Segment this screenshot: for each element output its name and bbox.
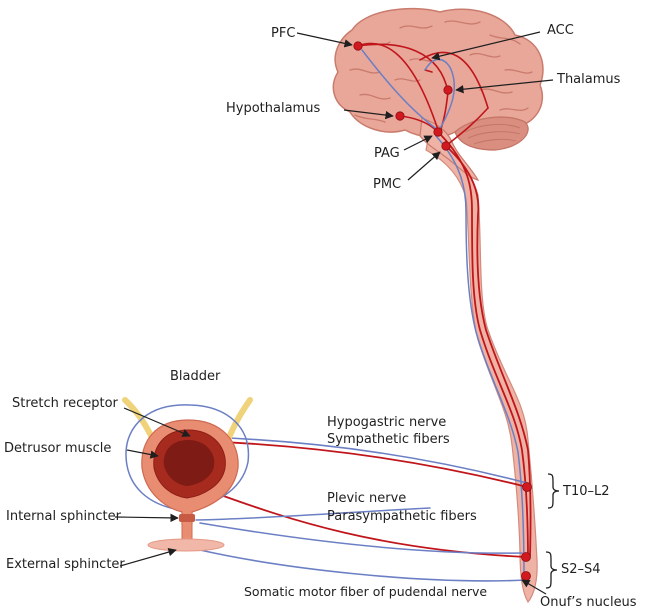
pag-arrow xyxy=(403,135,433,151)
external-sphincter-shape xyxy=(147,538,225,552)
labels: PFC ACC Thalamus Hypothalamus PAG PMC Bl… xyxy=(4,23,637,610)
neuron-nodes xyxy=(353,41,532,581)
pag-node xyxy=(433,127,443,137)
label-pfc: PFC xyxy=(271,26,295,41)
hypothalamus-arrow xyxy=(343,109,394,120)
label-pmc: PMC xyxy=(373,177,401,192)
cerebellum-folia xyxy=(464,124,521,145)
label-stretch-receptor: Stretch receptor xyxy=(12,396,119,411)
label-pag: PAG xyxy=(374,146,400,161)
thalamus-arrow xyxy=(455,79,554,94)
thalamus-node xyxy=(443,85,453,95)
stretch-receptor-arrow xyxy=(123,407,191,437)
label-hypothalamus: Hypothalamus xyxy=(226,101,320,116)
bladder-lumen xyxy=(163,440,215,486)
internal-sphincter-arrow xyxy=(114,513,179,523)
label-s2-s4: S2–S4 xyxy=(561,562,601,577)
label-bladder: Bladder xyxy=(170,369,221,384)
pmc-node xyxy=(441,141,451,151)
t10-l2-bracket xyxy=(547,473,560,509)
label-internal-sphincter: Internal sphincter xyxy=(6,509,122,524)
pmc-arrow xyxy=(407,151,441,181)
leader-arrows xyxy=(114,31,554,595)
label-sympathetic-fibers: Sympathetic fibers xyxy=(327,432,450,447)
label-external-sphincter: External sphincter xyxy=(6,557,125,572)
onufs-nucleus-arrow xyxy=(521,579,547,595)
label-hypogastric-nerve: Hypogastric nerve xyxy=(327,415,446,430)
acc-arrow xyxy=(431,31,541,61)
detrusor-arrow xyxy=(126,449,159,459)
label-thalamus: Thalamus xyxy=(556,72,621,87)
label-detrusor-muscle: Detrusor muscle xyxy=(4,441,111,456)
label-acc: ACC xyxy=(547,23,574,38)
s2-s4-node-lower xyxy=(521,571,531,581)
t10-l2-node xyxy=(522,482,532,492)
external-sphincter-arrow xyxy=(119,548,177,567)
label-somatic-motor-fiber: Somatic motor fiber of pudendal nerve xyxy=(244,584,487,599)
pfc-arrow xyxy=(296,32,353,48)
peripheral-nerves xyxy=(195,436,528,582)
pfc-node xyxy=(353,41,363,51)
s2-s4-bracket xyxy=(545,551,558,589)
spinal-cord xyxy=(425,139,538,604)
label-t10-l2: T10–L2 xyxy=(562,484,610,499)
label-plevic-nerve: Plevic nerve xyxy=(327,491,406,506)
label-parasympathetic-fibers: Parasympathetic fibers xyxy=(327,509,477,524)
hypothalamus-node xyxy=(395,111,405,121)
s2-s4-node-upper xyxy=(521,552,531,562)
bladder xyxy=(122,397,253,552)
internal-sphincter-band xyxy=(179,514,195,522)
brackets xyxy=(545,473,560,589)
label-onufs-nucleus: Onuf’s nucleus xyxy=(540,595,637,610)
